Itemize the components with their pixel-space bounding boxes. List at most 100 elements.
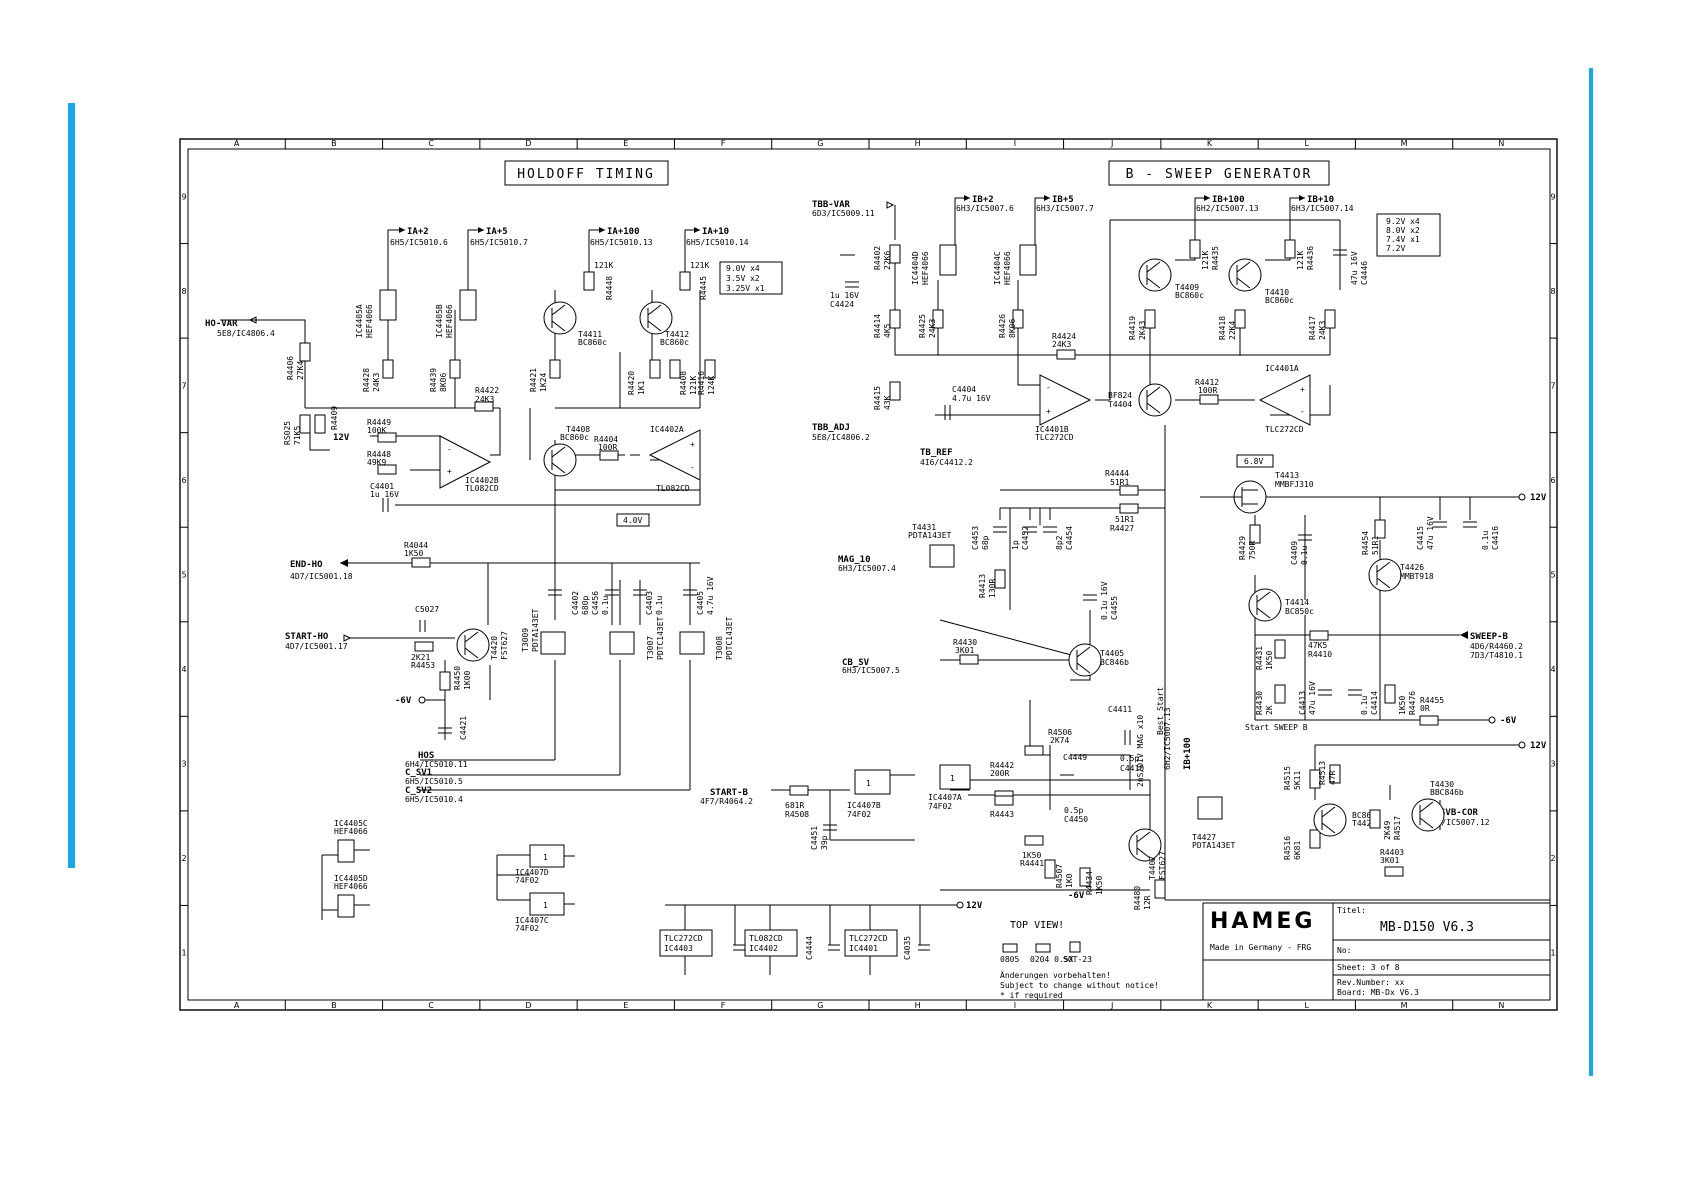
svg-text:FST627: FST627 (500, 631, 509, 660)
svg-text:0805: 0805 (1000, 955, 1019, 964)
svg-text:T3008: T3008 (715, 636, 724, 660)
drawing-title: MB-D150 V6.3 (1380, 920, 1474, 935)
svg-text:R4434: R4434 (1085, 871, 1094, 895)
svg-text:T4410: T4410 (1265, 288, 1289, 297)
svg-text:C4410: C4410 (1120, 764, 1144, 773)
svg-text:+: + (1046, 407, 1051, 416)
svg-text:R4403: R4403 (1380, 848, 1404, 857)
svg-text:R4444: R4444 (1105, 469, 1129, 478)
svg-text:R4408: R4408 (679, 371, 688, 395)
svg-text:121K: 121K (1296, 251, 1305, 270)
grid-col-label: M (1401, 139, 1408, 148)
grid-row-label: 1 (1550, 949, 1555, 958)
svg-text:Änderungen vorbehalten!: Änderungen vorbehalten! (1000, 970, 1111, 980)
svg-text:Best Start: Best Start (1156, 687, 1165, 735)
plus12-port-a: 12V (1518, 493, 1547, 503)
svg-text:R4425: R4425 (918, 314, 927, 338)
left-accent-bar (68, 103, 75, 868)
svg-text:9.2V x4: 9.2V x4 (1386, 217, 1420, 226)
r4409-resistor: R4409 (314, 406, 339, 434)
svg-text:1K50: 1K50 (1022, 851, 1041, 860)
svg-text:R4453: R4453 (411, 661, 435, 670)
grid-row-label: 3 (1550, 760, 1555, 769)
svg-text:R4416: R4416 (697, 371, 706, 395)
svg-text:R4435: R4435 (1211, 246, 1220, 270)
svg-text:C4444: C4444 (805, 936, 814, 960)
svg-text:R4406: R4406 (286, 356, 295, 380)
svg-text:T4412: T4412 (665, 330, 689, 339)
svg-text:MMBFJ310: MMBFJ310 (1275, 480, 1314, 489)
svg-text:4D6/R4460.2: 4D6/R4460.2 (1470, 642, 1523, 651)
svg-text:T4408: T4408 (566, 425, 590, 434)
svg-text:5E8/IC4806.2: 5E8/IC4806.2 (812, 433, 870, 442)
svg-text:T4407: T4407 (1148, 856, 1157, 880)
grid-row-label: 2 (181, 854, 186, 863)
svg-text:750R: 750R (1248, 541, 1257, 560)
svg-text:HEF4066: HEF4066 (365, 304, 374, 338)
svg-text:12V: 12V (966, 901, 983, 911)
svg-text:R4409: R4409 (330, 406, 339, 430)
svg-text:HEF4066: HEF4066 (445, 304, 454, 338)
svg-text:1K00: 1K00 (463, 671, 472, 690)
svg-text:C4449: C4449 (1063, 753, 1087, 762)
svg-text:C4421: C4421 (459, 716, 468, 740)
svg-text:+: + (1300, 385, 1305, 394)
svg-text:Sheet: 3 of 8: Sheet: 3 of 8 (1337, 963, 1400, 972)
svg-text:T4430: T4430 (1430, 780, 1454, 789)
svg-text:FST627: FST627 (1158, 851, 1167, 880)
svg-text:R4044: R4044 (404, 541, 428, 550)
minus6-port-a: -6V (1488, 716, 1517, 726)
svg-text:4.7u 16V: 4.7u 16V (706, 576, 715, 615)
svg-text:T4404: T4404 (1108, 400, 1132, 409)
svg-text:C4405: C4405 (696, 591, 705, 615)
svg-text:HOLDOFF TIMING: HOLDOFF TIMING (517, 167, 655, 182)
grid-row-label: 8 (181, 287, 186, 296)
svg-text:MAG_10: MAG_10 (838, 555, 871, 565)
svg-text:TLC272CD: TLC272CD (664, 934, 703, 943)
svg-text:0.1u: 0.1u (601, 596, 610, 615)
svg-text:100R: 100R (598, 443, 617, 452)
grid-row-label: 6 (181, 476, 186, 485)
svg-text:R4413: R4413 (978, 574, 987, 598)
grid-col-label: N (1498, 139, 1504, 148)
svg-text:47u 16V: 47u 16V (1308, 681, 1317, 715)
svg-text:BF824: BF824 (1108, 391, 1132, 400)
svg-text:24K3: 24K3 (928, 319, 937, 338)
svg-text:0R: 0R (1420, 704, 1430, 713)
svg-text:100K: 100K (367, 426, 386, 435)
svg-text:RS025: RS025 (283, 421, 292, 445)
svg-text:PDTA143ET: PDTA143ET (531, 608, 540, 652)
